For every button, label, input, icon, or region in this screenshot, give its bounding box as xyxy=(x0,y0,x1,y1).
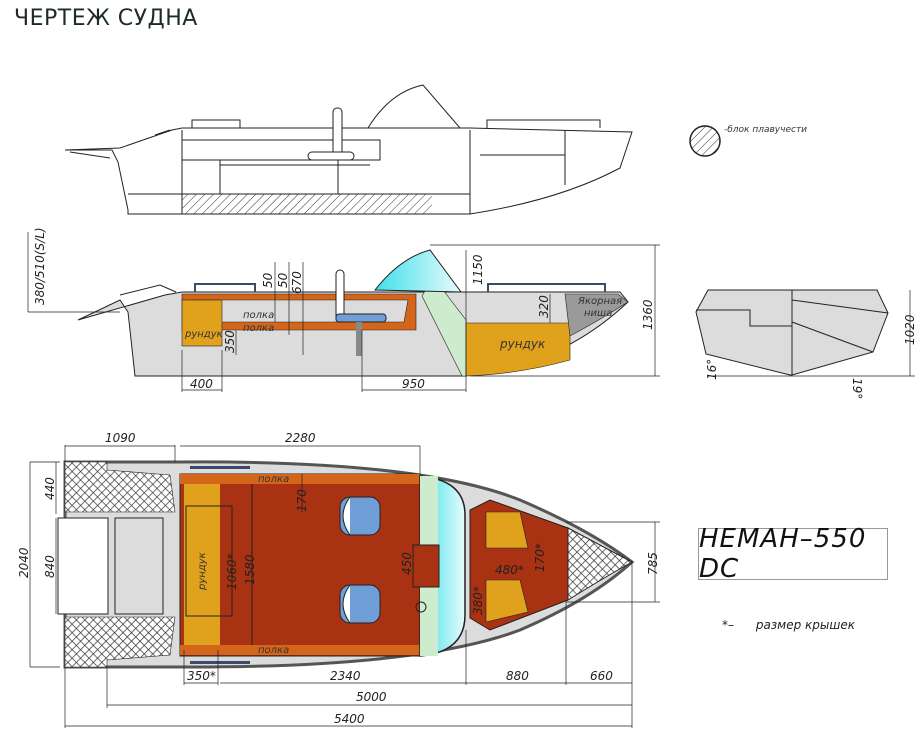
dim-1580: 1580 xyxy=(243,554,257,585)
dim-480: 480* xyxy=(495,563,524,577)
dim-950: 950 xyxy=(402,377,425,391)
side-view-dimension-lines xyxy=(27,232,660,392)
dim-1020: 1020 xyxy=(903,314,917,345)
dim-670: 670 xyxy=(290,271,304,294)
dim-2280: 2280 xyxy=(285,431,316,445)
dim-1150: 1150 xyxy=(471,254,485,285)
note-text: размер крышек xyxy=(755,618,855,632)
buoyancy-legend-icon xyxy=(689,125,721,157)
dim-1060: 1060* xyxy=(225,553,239,590)
dim-2040: 2040 xyxy=(17,547,31,578)
buoyancy-legend: -блок плавучести xyxy=(688,125,807,135)
dim-350-plan: 350* xyxy=(187,669,216,683)
plan-view-dimension-lines xyxy=(29,445,660,728)
dim-1090: 1090 xyxy=(105,431,136,445)
front-view xyxy=(695,289,915,377)
label-shelf-bottom: полка xyxy=(258,645,289,656)
dim-5400: 5400 xyxy=(334,712,365,726)
label-locker-aft: рундук xyxy=(184,329,223,340)
dim-840: 840 xyxy=(43,555,57,578)
label-anchor-1: Якорная xyxy=(577,296,622,307)
dim-170: 170 xyxy=(295,489,309,512)
dim-2340: 2340 xyxy=(330,669,361,683)
label-locker-bow: рундук xyxy=(499,337,546,351)
dim-880: 880 xyxy=(506,669,529,683)
label-shelf-top: полка xyxy=(258,474,289,485)
dim-450: 450 xyxy=(400,552,414,575)
dim-350: 350 xyxy=(223,330,237,353)
page-title: ЧЕРТЕЖ СУДНА xyxy=(14,6,198,31)
note-marker: *– xyxy=(722,618,734,632)
dim-50a: 50 xyxy=(261,272,275,288)
label-locker-plan: рундук xyxy=(197,552,208,591)
side-view-colored xyxy=(77,249,629,377)
dim-380: 380* xyxy=(471,586,485,615)
dim-angle-16: 16° xyxy=(705,359,719,380)
dim-5000: 5000 xyxy=(356,690,387,704)
plan-view xyxy=(57,460,635,669)
dim-320: 320 xyxy=(537,295,551,318)
model-name-box: НЕМАН–550 DC xyxy=(698,524,888,584)
label-anchor-2: ниша xyxy=(584,308,612,319)
side-profile-outline xyxy=(64,84,633,215)
lid-size-note: *– размер крышек xyxy=(722,618,855,632)
legend-text: -блок плавучести xyxy=(724,125,808,135)
dim-785: 785 xyxy=(646,552,660,575)
dim-400: 400 xyxy=(190,377,213,391)
dim-angle-19: 19° xyxy=(850,378,864,399)
dim-1360: 1360 xyxy=(641,299,655,330)
dim-660: 660 xyxy=(590,669,613,683)
dim-50b: 50 xyxy=(276,272,290,288)
label-shelf-1: полка xyxy=(243,310,274,321)
label-shelf-2: полка xyxy=(243,323,274,334)
dim-170b: 170* xyxy=(533,543,547,572)
model-name: НЕМАН–550 DC xyxy=(699,524,867,584)
dim-440: 440 xyxy=(43,477,57,500)
dim-transom: 380/510(S/L) xyxy=(33,227,47,305)
